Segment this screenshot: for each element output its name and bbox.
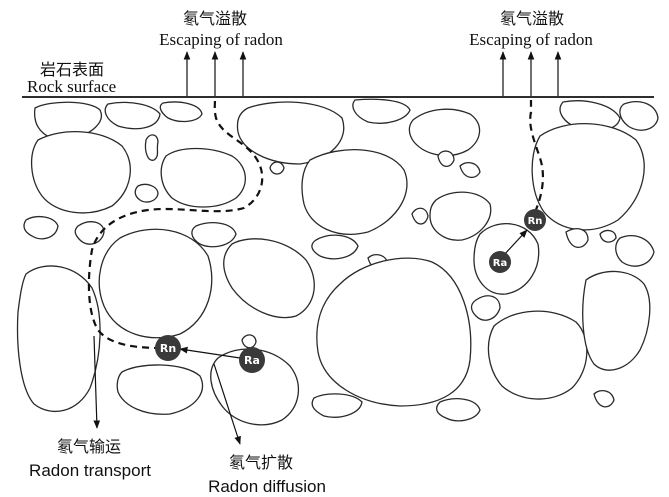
rock-grain <box>317 258 471 406</box>
radon-atom-label: Rn <box>528 216 543 227</box>
rock-grain <box>270 162 284 174</box>
rock-grain <box>99 229 212 338</box>
rock-grain <box>192 223 236 247</box>
radium-atom-label: Ra <box>244 354 260 367</box>
radon-atom-right: Rn <box>524 209 546 231</box>
rock-grain <box>488 311 586 399</box>
radium-atom-label: Ra <box>493 258 507 269</box>
transport-cn-label: 氡气输运 <box>57 437 121 456</box>
rock-grain <box>460 163 480 178</box>
rock-grain <box>566 229 588 248</box>
rock-grains <box>18 99 658 425</box>
rock-grain <box>583 271 650 370</box>
rock-grain <box>620 102 658 130</box>
rock-grain <box>472 296 501 320</box>
escape-right-cn-label: 氡气溢散 <box>500 9 564 28</box>
rock-grain <box>312 394 362 417</box>
rock-grain <box>161 149 245 208</box>
rock-grain <box>160 102 202 121</box>
rock-grain <box>532 124 644 230</box>
diffusion-en-label: Radon diffusion <box>208 477 326 496</box>
radium-atom-left: Ra <box>239 347 265 373</box>
radon-atom-label: Rn <box>160 342 176 355</box>
rock-grain <box>18 266 101 411</box>
rock-grain <box>75 222 104 244</box>
rock-grain <box>353 99 410 123</box>
rock-grain <box>312 235 358 259</box>
rock-grain <box>224 239 315 318</box>
radon-atom-left: Rn <box>155 335 181 361</box>
escape-left-cn-label: 氡气溢散 <box>183 9 247 28</box>
rock-grain <box>242 335 256 348</box>
radium-atom-right: Ra <box>489 251 511 273</box>
rock-grain <box>117 365 202 414</box>
rock-grain <box>145 135 158 160</box>
escape-left-en-label: Escaping of radon <box>159 30 283 49</box>
transport-en-label: Radon transport <box>29 461 151 480</box>
rock-grain <box>412 208 428 224</box>
surface-en-label: Rock surface <box>27 77 116 96</box>
rock-grain <box>302 150 407 235</box>
escape-right-en-label: Escaping of radon <box>469 30 593 49</box>
rock-grain <box>437 399 480 421</box>
rock-grain <box>409 109 479 155</box>
rock-grain <box>24 217 58 239</box>
rock-grain <box>616 236 654 266</box>
rock-grain <box>600 231 616 243</box>
rock-grain <box>594 391 614 407</box>
rock-grain <box>135 184 158 202</box>
rock-grain <box>32 132 131 213</box>
rock-grain <box>438 151 454 166</box>
rock-grain <box>105 102 160 128</box>
diffusion-cn-label: 氡气扩散 <box>229 453 293 472</box>
